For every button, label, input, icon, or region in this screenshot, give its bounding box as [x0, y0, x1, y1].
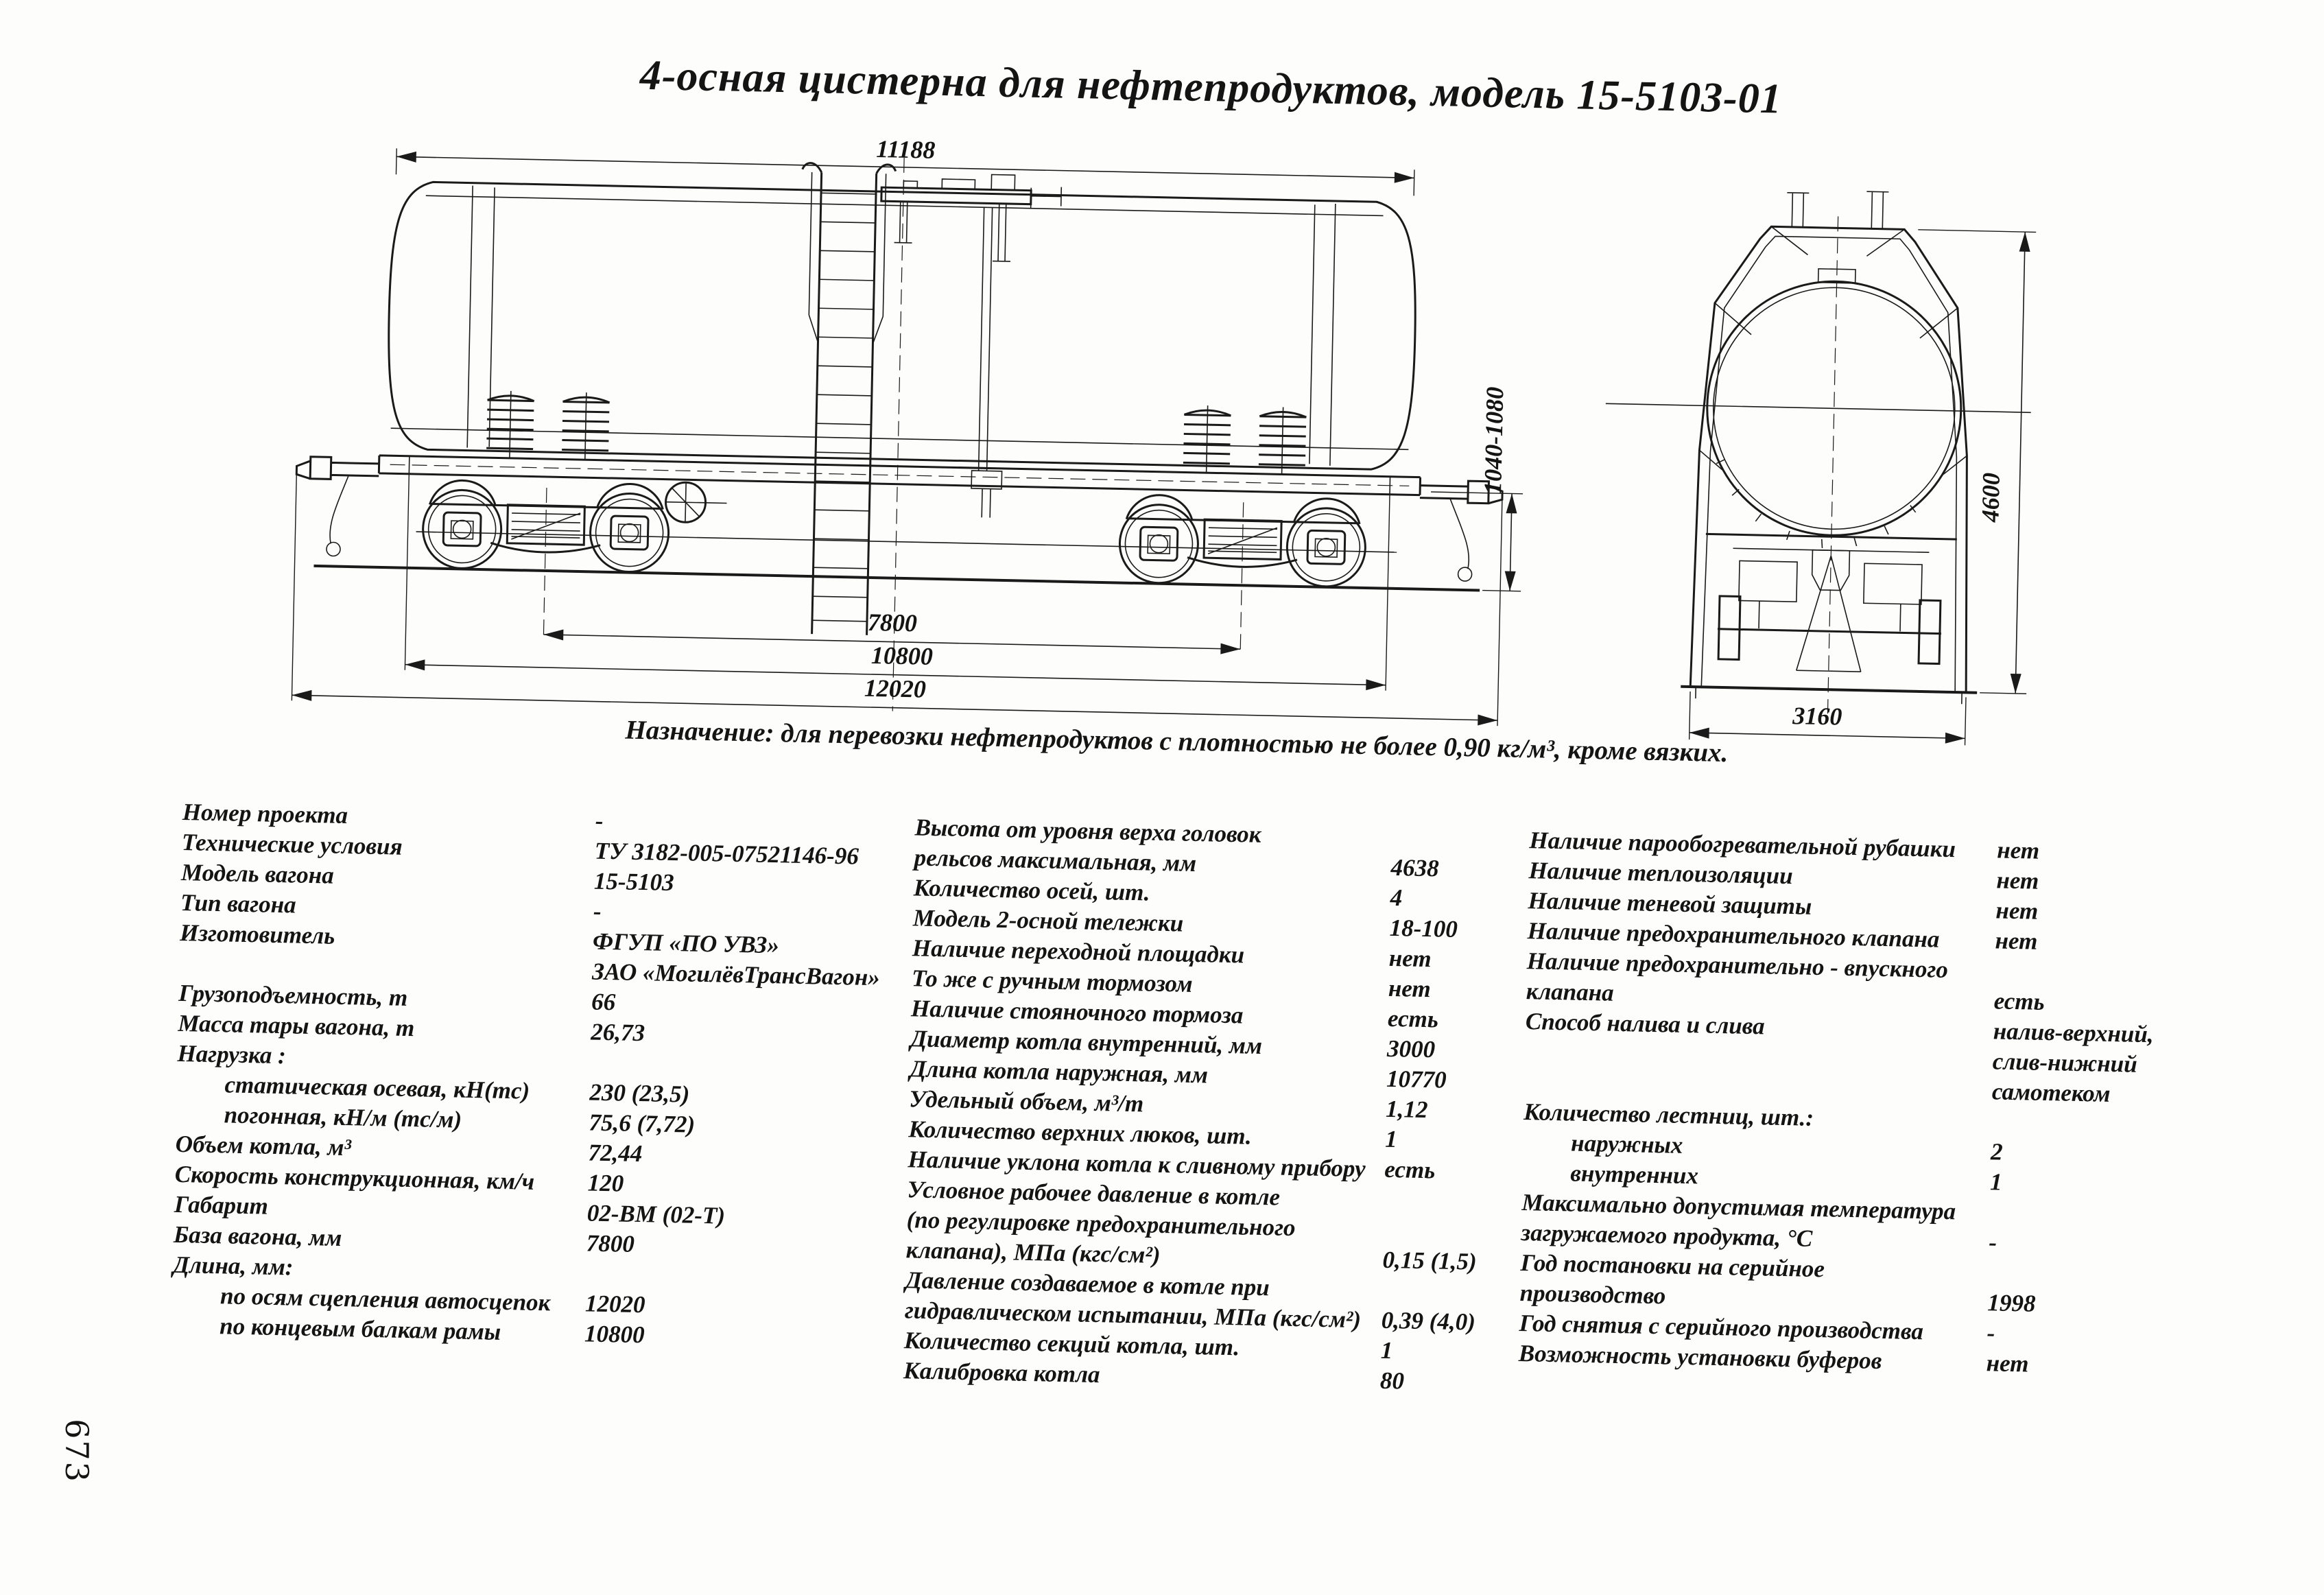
spec-value: 12020	[584, 1290, 645, 1319]
spec-label: Тип вагона	[180, 888, 297, 919]
spec-value: 02-ВМ (02-Т)	[586, 1199, 726, 1229]
spec-value: -	[593, 897, 602, 925]
dim-bogie-base: 7800	[868, 609, 918, 637]
spec-value: нет	[1388, 944, 1432, 973]
spec-value: 7800	[586, 1229, 635, 1257]
spec-value: -	[1987, 1319, 1995, 1347]
spec-value: самотеком	[1991, 1078, 2111, 1107]
spec-label: Способ налива и слива	[1525, 1008, 1766, 1040]
spec-label: внутренних	[1569, 1159, 1699, 1190]
spec-label: Объем котла, м³	[175, 1130, 352, 1161]
side-view	[295, 157, 1504, 711]
spec-value: есть	[1384, 1155, 1436, 1184]
spec-value: 75,6 (7,72)	[589, 1109, 696, 1138]
side-dimensions: 11188 1040-1080 7800 10800 12020	[291, 135, 1523, 726]
spec-value: -	[595, 807, 604, 834]
spec-value: нет	[1995, 927, 2038, 955]
spec-label: Технические условия	[181, 828, 403, 860]
underframe	[377, 454, 1422, 553]
spec-value: нет	[1996, 836, 2040, 864]
spec-value: нет	[1996, 866, 2039, 895]
coupler-left	[295, 456, 379, 557]
spec-label: Удельный объем, м³/т	[909, 1085, 1144, 1118]
bogie-left	[420, 480, 669, 642]
spec-label: Грузоподъемность, т	[178, 979, 408, 1011]
end-rail-line	[1681, 685, 1978, 694]
spec-value: 1	[1384, 1125, 1398, 1153]
spec-value: нет	[1388, 974, 1432, 1003]
coupler-right	[1419, 480, 1504, 582]
spec-label: производство	[1519, 1279, 1666, 1310]
end-dimensions: 3160 4600	[1688, 229, 2037, 746]
spec-label: Нагрузка :	[177, 1039, 287, 1070]
spec-value: 10770	[1386, 1065, 1447, 1094]
spec-label: Изготовитель	[179, 919, 335, 949]
spec-value: есть	[1993, 987, 2045, 1015]
spec-label: Модель вагона	[180, 858, 335, 889]
spec-value: есть	[1387, 1004, 1439, 1033]
end-view	[1605, 191, 2031, 714]
spec-label: Длина, мм:	[172, 1251, 294, 1281]
dim-top-length: 11188	[876, 135, 936, 164]
spec-value: 1	[1989, 1168, 2003, 1196]
spec-value: 10800	[584, 1320, 645, 1349]
spec-value: -	[1988, 1229, 1997, 1256]
spec-value: 2	[1990, 1138, 2004, 1166]
spec-label: наружных	[1570, 1129, 1683, 1159]
spec-label: Габарит	[174, 1190, 269, 1220]
spec-value: 26,73	[590, 1018, 645, 1047]
spec-value: 3000	[1386, 1035, 1436, 1063]
rail-line	[313, 564, 1480, 592]
spec-value: 4638	[1390, 853, 1440, 882]
bogie-right	[1117, 495, 1366, 657]
end-undercarriage	[1705, 532, 1957, 672]
spec-value: налив-верхний,	[1993, 1017, 2154, 1048]
spec-value: 66	[591, 988, 616, 1016]
spec-value: нет	[1986, 1349, 2029, 1378]
dim-coupler-length: 12020	[864, 674, 927, 703]
spec-value: слив-нижний	[1992, 1048, 2138, 1078]
dim-coupler-height: 1040-1080	[1479, 387, 1508, 495]
spec-value: 4	[1390, 884, 1403, 912]
side-ladder	[801, 162, 897, 635]
spec-label: клапана), МПа (кгс/см²)	[905, 1236, 1161, 1268]
spec-label: по концевым балкам рамы	[219, 1312, 501, 1345]
spec-value: 80	[1379, 1367, 1405, 1395]
dim-frame-length: 10800	[871, 641, 934, 670]
page-number: 673	[58, 1419, 95, 1483]
spec-label: Калибровка котла	[903, 1357, 1100, 1389]
spec-value: ФГУП «ПО УВЗ»	[592, 928, 780, 959]
spec-value: 0,39 (4,0)	[1381, 1306, 1476, 1336]
spec-value: 72,44	[588, 1139, 643, 1168]
spec-label: погонная, кН/м (тс/м)	[224, 1101, 462, 1133]
spec-value: 0,15 (1,5)	[1382, 1246, 1478, 1275]
dome-fittings	[880, 174, 1063, 262]
spec-value: 1998	[1987, 1289, 2036, 1317]
spec-label: Масса тары вагона, т	[178, 1009, 415, 1042]
spec-value: нет	[1995, 897, 2039, 925]
hand-wheel	[665, 481, 727, 523]
spec-value: 18-100	[1389, 914, 1458, 943]
spec-label: Номер проекта	[182, 798, 348, 829]
dim-end-height: 4600	[1976, 473, 2005, 523]
spec-value: 15-5103	[593, 867, 675, 897]
spec-label: База вагона, мм	[173, 1220, 342, 1251]
tank-outline	[388, 180, 1416, 471]
spec-label: клапана	[1526, 978, 1615, 1006]
spec-value: 1	[1380, 1336, 1393, 1364]
spec-label: Количество осей, шт.	[913, 874, 1150, 906]
spec-value: 230 (23,5)	[589, 1078, 690, 1108]
dim-end-width: 3160	[1792, 702, 1842, 731]
spec-value: 120	[587, 1169, 624, 1197]
spec-value: 1,12	[1385, 1095, 1428, 1124]
